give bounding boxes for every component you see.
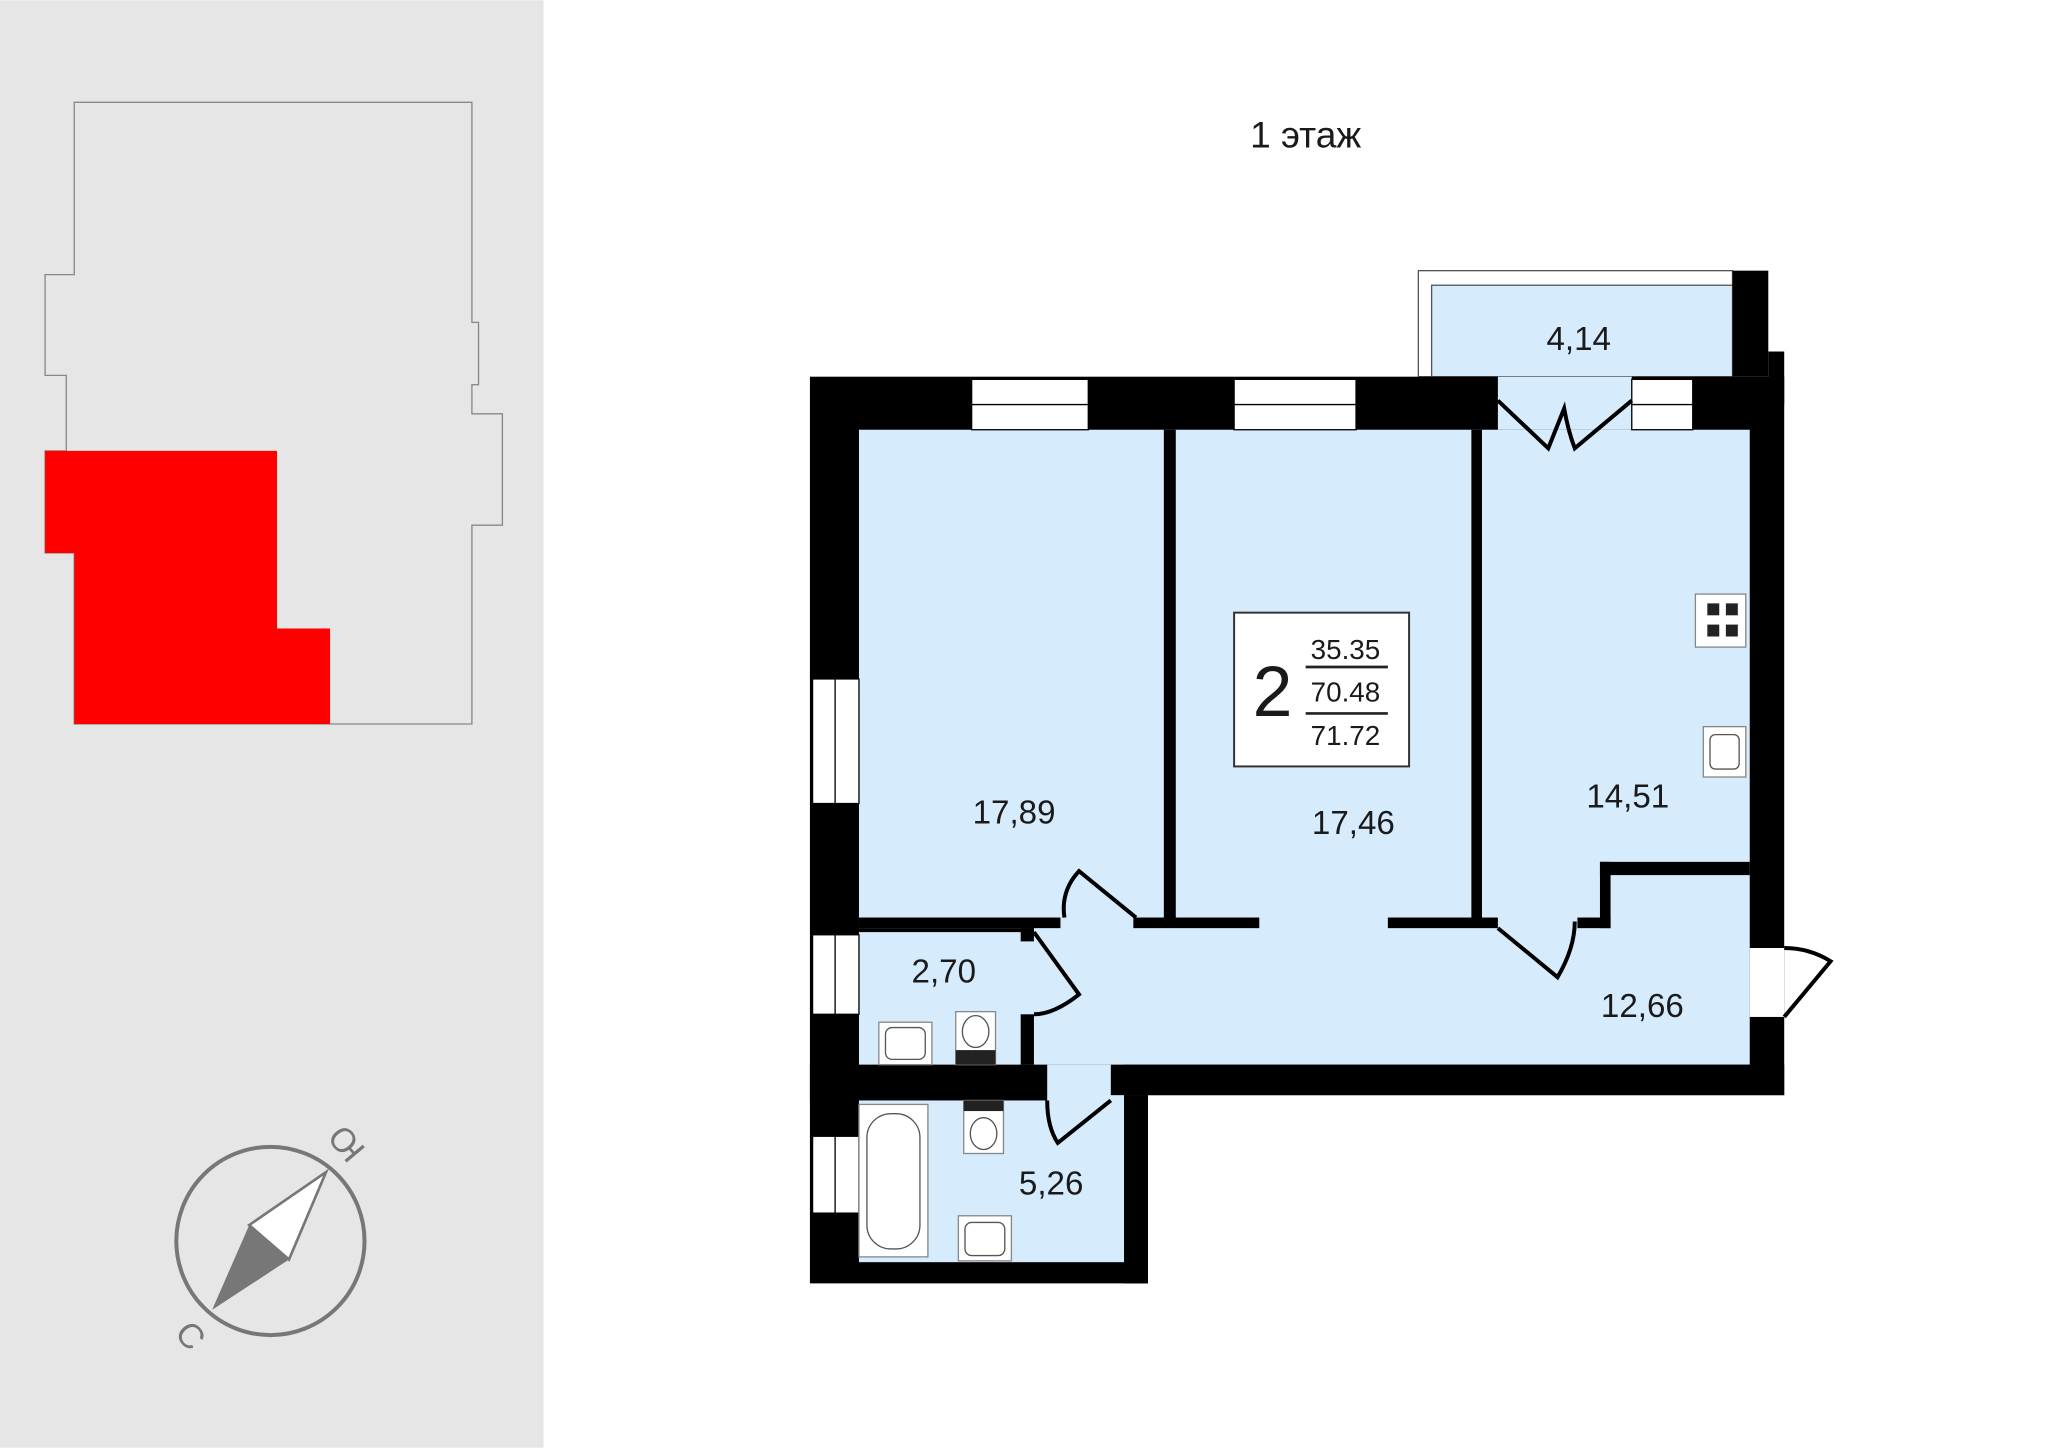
balcony[interactable] <box>1417 269 1785 405</box>
windows <box>811 378 1694 1214</box>
apartment-highlight[interactable] <box>45 450 331 724</box>
building-outline <box>44 101 504 725</box>
living-area: 35.35 <box>1311 634 1381 665</box>
room-area-balcony: 4,14 <box>1547 321 1611 358</box>
bath-sink-icon <box>957 1215 1013 1262</box>
compass-needle-south <box>212 1225 289 1310</box>
entrance-door[interactable] <box>1749 948 1785 1017</box>
wc-sink-icon <box>878 1021 933 1066</box>
wc-toilet-icon <box>955 1010 997 1066</box>
room-area-wc: 2,70 <box>912 953 976 990</box>
bathtub-icon <box>858 1103 929 1258</box>
compass-needle-north <box>247 1168 330 1262</box>
interior-walls <box>809 429 1785 1284</box>
kitchen-sink-icon <box>1702 725 1747 778</box>
floor-title: 1 этаж <box>1250 113 1361 155</box>
room-area-bedroom-left: 17,89 <box>973 794 1056 831</box>
total-area: 70.48 <box>1311 676 1381 707</box>
room-area-kitchen: 14,51 <box>1586 779 1669 816</box>
room-area-bathroom: 5,26 <box>1019 1166 1083 1203</box>
doors <box>1032 399 1834 1146</box>
stove-icon <box>1694 593 1747 648</box>
apartment-info-box: 2 35.35 70.48 71.72 <box>1233 611 1411 768</box>
bath-toilet-icon <box>963 1099 1005 1155</box>
room-area-bedroom-center: 17,46 <box>1312 805 1395 842</box>
room-area-hallway: 12,66 <box>1601 988 1684 1025</box>
rooms-count: 2 <box>1253 652 1293 732</box>
total-area-with-balcony: 71.72 <box>1311 720 1381 751</box>
